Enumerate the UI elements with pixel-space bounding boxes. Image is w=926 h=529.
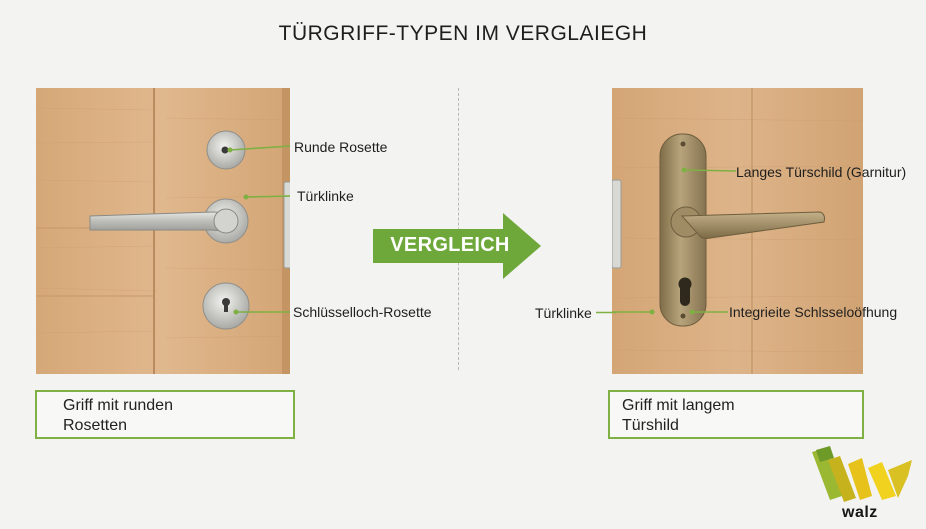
callout-keyhole-rosette: Schlüsselloch-Rosette (293, 304, 432, 320)
walz-logo-icon (812, 446, 912, 502)
left-caption-box: Griff mit runden Rosetten (35, 390, 295, 439)
right-caption-line-1: Griff mit langem (622, 397, 735, 414)
right-door-photo (612, 88, 863, 374)
page-title: TÜRGRIFF-TYPEN IM VERGLAIEGH (278, 22, 648, 45)
callout-lever-right-connector (596, 311, 616, 314)
callout-round-rosette: Runde Rosette (294, 139, 388, 155)
callout-lever-right: Türklinke (535, 305, 592, 321)
callout-lever-left: Türklinke (297, 188, 354, 204)
callout-integrated-keyhole: Integrieite Schlsseloöfhung (729, 304, 898, 320)
left-caption-line-2: Rosetten (63, 417, 128, 434)
right-caption-box: Griff mit langem Türshild (608, 390, 864, 439)
comparison-arrow-icon (373, 213, 541, 279)
callout-long-plate: Langes Türschild (Garnitur) (736, 164, 907, 180)
arrow-label: VERGLEICH (390, 234, 510, 256)
logo-text: walz (842, 504, 878, 521)
left-caption-line-1: Griff mit runden (63, 397, 173, 414)
left-door-photo (36, 88, 290, 374)
right-caption-line-2: Türshild (622, 417, 679, 434)
